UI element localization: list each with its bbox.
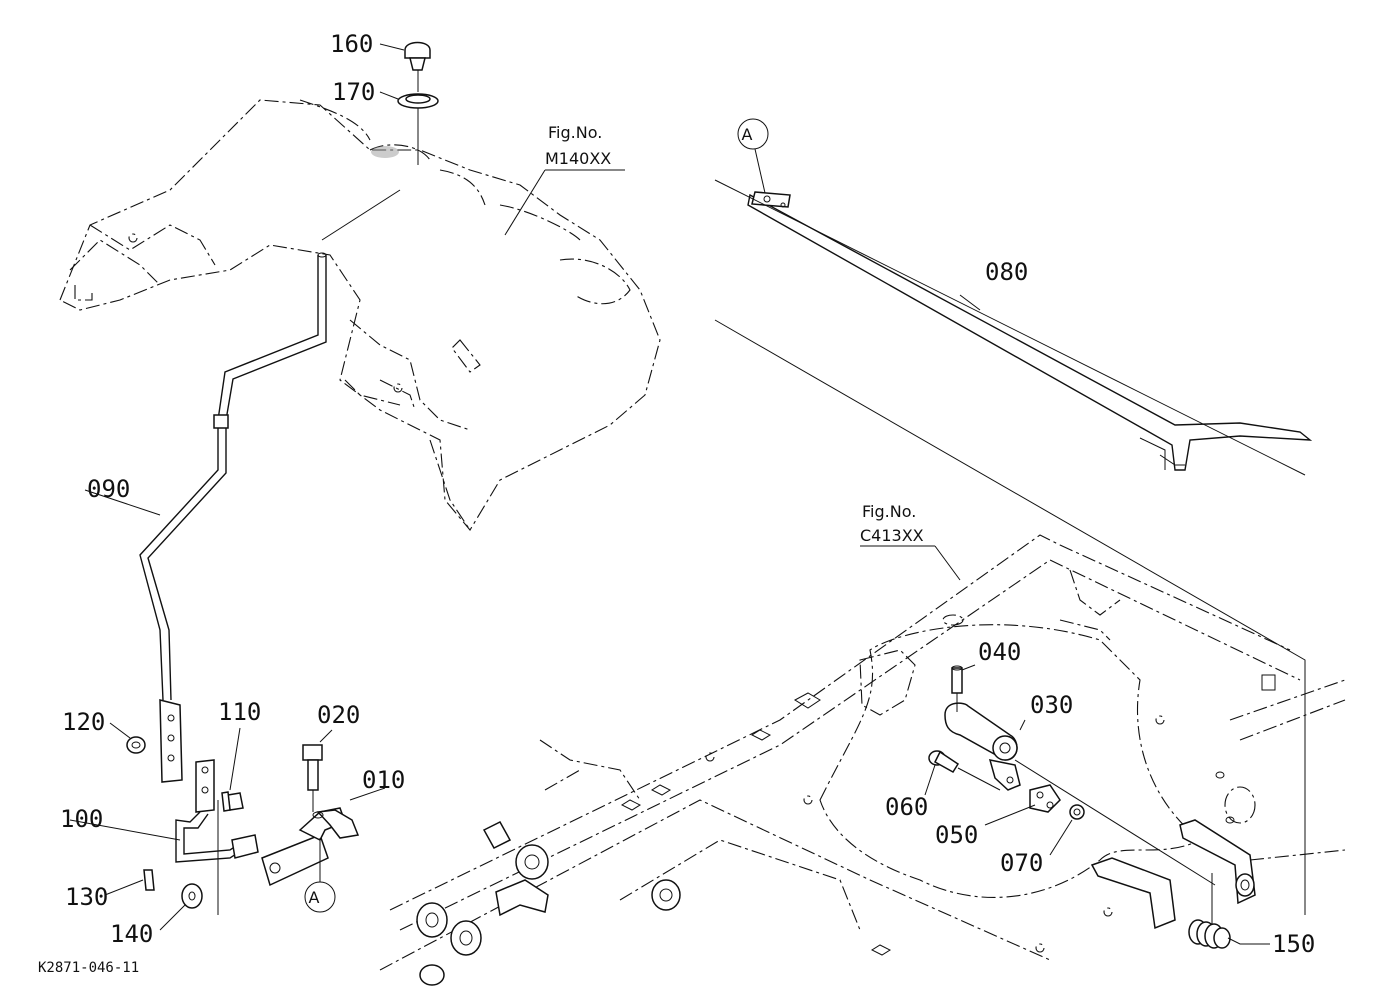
part-label-010: 010 [362,766,405,794]
callout-a-top: A [742,125,753,144]
callout-a-top-circle [737,118,769,150]
chassis-frame-outline [379,319,1346,971]
part-label-090: 090 [87,475,130,503]
grommet-170-drawing [379,91,439,109]
nut-070-drawing [1049,804,1085,856]
bolt-020-drawing [302,729,333,812]
rod-090-drawing [84,252,327,701]
pin-110-drawing [221,727,244,812]
drawing-code: K2871-046-11 [38,960,139,976]
part-label-150: 150 [1272,930,1315,958]
ref2-leader [934,545,961,581]
lever-080-drawing [747,191,1313,471]
part-label-080: 080 [985,258,1028,286]
part-label-110: 110 [218,698,261,726]
ref1-code: M140XX [545,149,611,168]
part-label-040: 040 [978,638,1021,666]
knob-160-drawing [379,41,431,71]
part-label-140: 140 [110,920,153,948]
axis-line-030 [1014,759,1216,886]
nut-120-drawing [109,722,146,754]
assembly-line-090 [321,189,401,241]
part-label-030: 030 [1030,691,1073,719]
ref1-leader [504,169,546,236]
bolt-060-drawing [924,750,1001,796]
part-label-100: 100 [60,805,103,833]
bracket-010-drawing [261,787,386,887]
part-label-170: 170 [332,78,375,106]
callout-a-top-leader [754,148,766,194]
clip-130-drawing [104,869,155,896]
ref1-title: Fig.No. [548,123,602,142]
part-label-160: 160 [330,30,373,58]
pin-040-drawing [951,664,976,712]
part-label-050: 050 [935,821,978,849]
linkage-100-drawing [69,699,259,863]
part-label-130: 130 [65,883,108,911]
frame-bosses [416,819,1256,986]
callout-a-bottom: A [309,888,320,907]
part-label-070: 070 [1000,849,1043,877]
column-cover-outline [59,99,661,531]
part-label-020: 020 [317,701,360,729]
boot-150-drawing [1188,873,1270,949]
axis-line-080 [714,179,1306,476]
washer-140-drawing [159,883,203,931]
ref2-code: C413XX [860,526,924,545]
ref2-title: Fig.No. [862,502,916,521]
part-label-120: 120 [62,708,105,736]
plate-050-drawing [984,784,1061,826]
shaft-030-drawing [944,702,1026,791]
part-label-060: 060 [885,793,928,821]
